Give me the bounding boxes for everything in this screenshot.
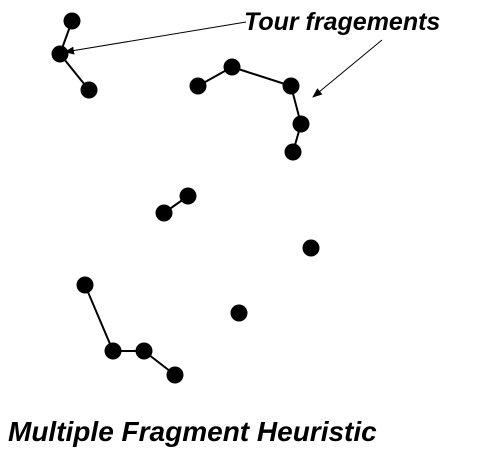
city-node <box>230 304 248 322</box>
city-node <box>284 143 302 161</box>
city-node <box>282 77 300 95</box>
city-node <box>80 81 98 99</box>
annotation-pointers <box>64 21 383 98</box>
city-node <box>302 239 320 257</box>
city-nodes <box>51 12 320 384</box>
city-node <box>51 45 69 63</box>
pointer-arrow-right <box>312 39 383 98</box>
city-node <box>155 204 173 222</box>
city-node <box>223 58 241 76</box>
fragment-edge <box>231 66 292 87</box>
city-node <box>189 77 207 95</box>
annotation-label: Tour fragements <box>244 8 440 36</box>
fragment-edge <box>84 284 114 352</box>
pointer-arrow-left <box>64 21 247 55</box>
city-node <box>135 342 153 360</box>
figure-caption: Multiple Fragment Heuristic <box>8 416 377 447</box>
city-node <box>63 12 81 30</box>
city-node <box>76 276 94 294</box>
city-node <box>292 115 310 133</box>
city-node <box>179 187 197 205</box>
city-node <box>104 342 122 360</box>
city-node <box>166 366 184 384</box>
